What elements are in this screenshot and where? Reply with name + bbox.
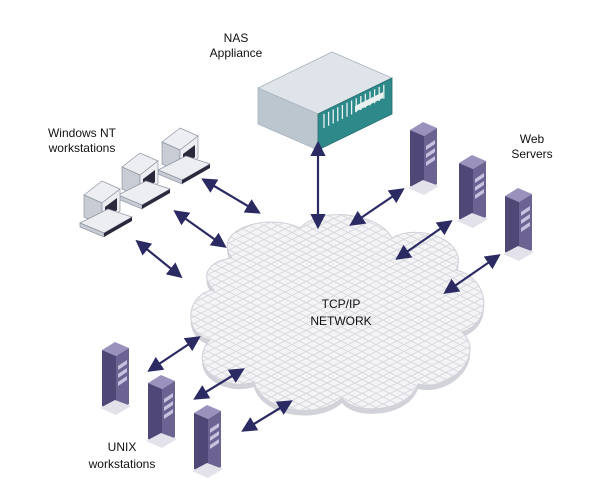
arrow-windows-2 xyxy=(173,210,227,248)
cloud-grid-line xyxy=(268,214,484,411)
cloud-grid-line xyxy=(190,214,414,411)
cloud-grid-line xyxy=(190,214,372,411)
tower-server-icon xyxy=(100,342,131,415)
connection-arrows xyxy=(135,140,501,432)
web-servers-group xyxy=(408,122,534,261)
nas-appliance-icon xyxy=(257,51,393,151)
network-label-line2: NETWORK xyxy=(310,314,371,328)
cloud-grid-line xyxy=(190,214,372,411)
cloud-grid-line xyxy=(190,214,428,411)
cloud-grid-line xyxy=(282,214,484,411)
cloud-grid-line xyxy=(282,214,484,411)
cloud-grid-line xyxy=(190,214,400,411)
arrow-unix-1 xyxy=(147,336,201,372)
cloud-grid-line xyxy=(190,214,470,411)
cloud-grid-line xyxy=(198,214,484,411)
nas-label-line1: NAS xyxy=(224,31,249,45)
windows-label-line2: workstations xyxy=(48,141,116,155)
tower-server-icon xyxy=(192,405,223,478)
cloud-grid-line xyxy=(190,214,386,411)
cloud-grid-line xyxy=(190,214,428,411)
tower-server-icon xyxy=(408,122,439,195)
network-label-line1: TCP/IP xyxy=(322,297,361,311)
cloud-grid-line xyxy=(212,214,484,411)
cloud-grid-line xyxy=(296,214,484,411)
cloud-grid-line xyxy=(190,214,344,411)
unix-workstations-group xyxy=(100,342,223,478)
arrow-windows-1 xyxy=(201,178,261,214)
cloud-grid-line xyxy=(226,214,484,411)
unix-label-line2: workstations xyxy=(88,457,156,471)
cloud-grid-line xyxy=(190,214,330,411)
web-label-line1: Web xyxy=(520,132,545,146)
cloud-grid-line xyxy=(190,214,484,411)
cloud-grid-line xyxy=(254,214,484,411)
windows-workstations-group xyxy=(79,127,211,238)
cloud-grid-line xyxy=(310,214,484,411)
cloud-grid-line xyxy=(190,214,484,411)
arrow-windows-3 xyxy=(135,239,183,279)
arrow-unix-2 xyxy=(193,368,245,400)
cloud-grid-line xyxy=(190,214,386,411)
arrow-web-1 xyxy=(349,188,405,226)
tower-server-icon xyxy=(457,155,488,228)
web-label-line2: Servers xyxy=(511,147,552,161)
arrow-web-3 xyxy=(443,254,501,294)
cloud-grid-line xyxy=(268,214,484,411)
desktop-pc-icon xyxy=(79,180,133,238)
cloud-grid-line xyxy=(190,214,456,411)
cloud-grid-line xyxy=(190,214,400,411)
cloud-grid-line xyxy=(190,214,316,411)
tower-server-icon xyxy=(503,188,534,261)
windows-label-line1: Windows NT xyxy=(48,126,117,140)
arrow-web-2 xyxy=(395,220,453,260)
cloud-grid-line xyxy=(190,214,358,411)
cloud-grid-line xyxy=(190,214,358,411)
cloud-grid-line xyxy=(254,214,484,411)
cloud-grid-line xyxy=(190,214,414,411)
cloud-grid-line xyxy=(296,214,484,411)
arrow-unix-3 xyxy=(241,400,293,432)
nas-label-line2: Appliance xyxy=(210,46,263,60)
cloud-grid-line xyxy=(310,214,484,411)
unix-label-line1: UNIX xyxy=(108,440,137,454)
desktop-pc-icon xyxy=(117,152,171,210)
desktop-pc-icon xyxy=(157,127,211,185)
tower-server-icon xyxy=(146,375,177,448)
cloud-grid-line xyxy=(190,214,442,411)
